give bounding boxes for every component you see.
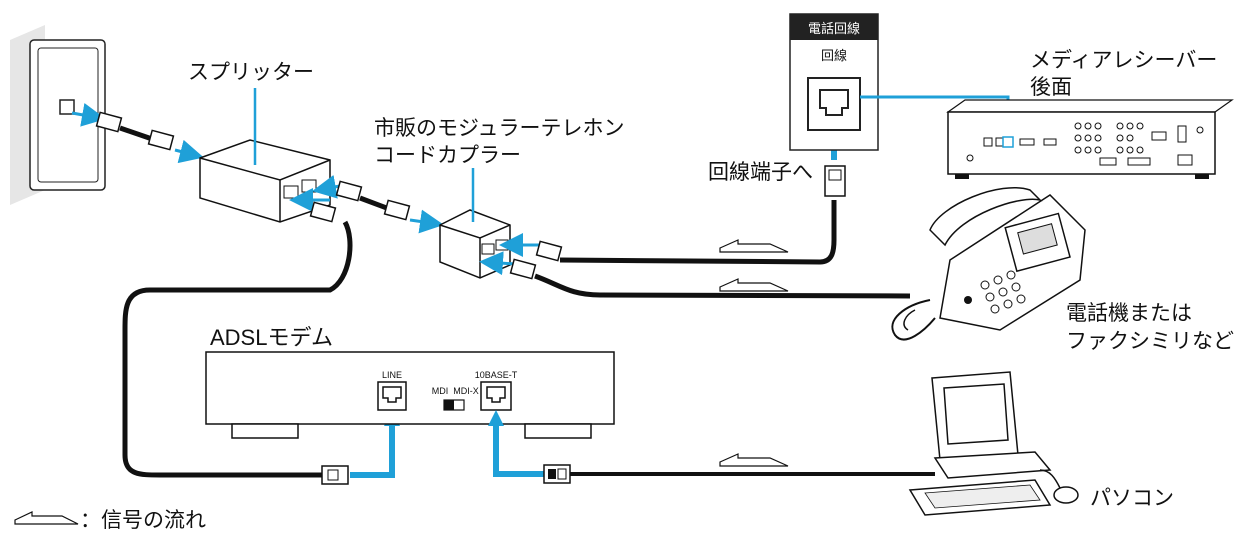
- cable-coupler-telephone: [479, 251, 911, 299]
- label-receiver-2: 後面: [1030, 75, 1072, 99]
- cable-modem-pc: [488, 410, 935, 484]
- legend-signal-flow-icon: [14, 511, 79, 525]
- modem-mdi-label: MDI: [432, 386, 449, 396]
- label-adsl-modem: ADSLモデム: [210, 325, 334, 350]
- label-coupler-1: 市販のモジュラーテレホン: [374, 116, 625, 140]
- modem-lan-port-label: 10BASE-T: [475, 370, 518, 380]
- splitter: [199, 88, 331, 223]
- label-coupler-2: コードカプラー: [374, 143, 521, 167]
- label-receiver-1: メディアレシーバー: [1030, 48, 1218, 72]
- modem-mdix-label: MDI-X: [453, 386, 479, 396]
- cable-wall-splitter: [71, 103, 204, 164]
- label-splitter: スプリッター: [188, 60, 314, 84]
- cable-splitter-coupler: [312, 174, 444, 234]
- modem-line-port-label: LINE: [382, 370, 402, 380]
- phone-line-header: 電話回線: [808, 21, 860, 37]
- label-telephone-2: ファクシミリなど: [1066, 329, 1234, 353]
- label-telephone-1: 電話機または: [1066, 301, 1192, 325]
- personal-computer: [908, 371, 1079, 516]
- media-receiver: [946, 99, 1234, 179]
- phone-line-jack-label: 回線: [821, 48, 847, 64]
- label-to-line-terminal: 回線端子へ: [708, 160, 813, 184]
- adsl-modem: [205, 351, 615, 439]
- cable-splitter-modem: [122, 188, 400, 485]
- phone-line-jack: [789, 13, 1010, 151]
- label-pc: パソコン: [1090, 486, 1174, 510]
- wall-outlet: [10, 25, 106, 205]
- label-legend: ：信号の流れ: [80, 508, 206, 532]
- telephone: [891, 187, 1086, 341]
